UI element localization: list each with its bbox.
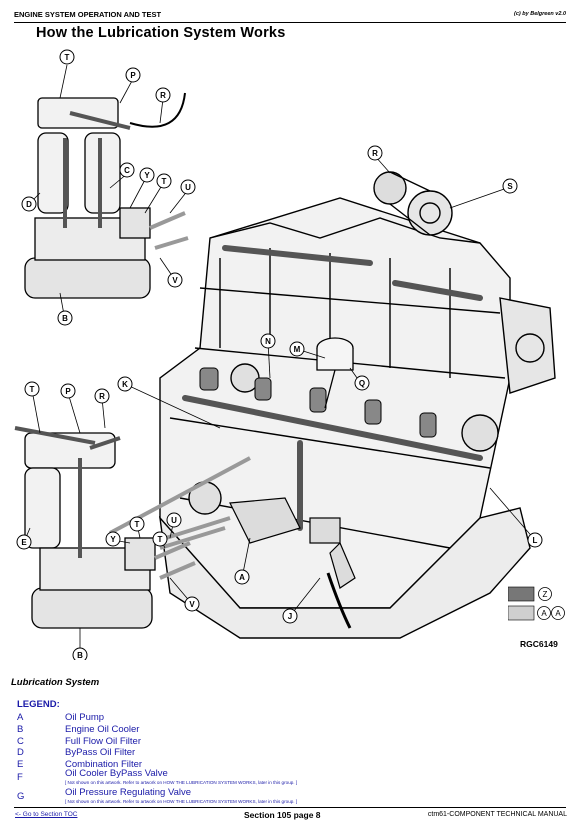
callout-y-lower: Y	[110, 535, 116, 544]
legend-code: A	[17, 712, 24, 723]
callout-v-upper: V	[172, 276, 178, 285]
legend-note: [ Not shown on this artwork. Refer to ar…	[65, 780, 298, 785]
callout-t-lower: T	[30, 385, 35, 394]
legend-desc: Oil Pressure Regulating Valve	[65, 787, 192, 798]
pressure-oil-swatch	[507, 586, 535, 602]
header-section-title: ENGINE SYSTEM OPERATION AND TEST	[14, 10, 162, 19]
legend-desc: Oil Cooler ByPass Valve	[65, 768, 168, 779]
callout-u-lower: U	[171, 516, 177, 525]
legend-desc: Engine Oil Cooler	[65, 724, 140, 735]
callout-l: L	[533, 536, 538, 545]
callout-r-upper: R	[160, 91, 166, 100]
callout-k: K	[122, 380, 128, 389]
figure-caption: Lubrication System	[11, 677, 100, 688]
callout-j: J	[288, 612, 292, 621]
legend-desc: Combination Filter	[65, 759, 143, 770]
return-oil-swatch	[507, 605, 535, 621]
callout-s: S	[507, 182, 513, 191]
page-number: Section 105 page 8	[244, 810, 321, 820]
legend-desc: ByPass Oil Filter	[65, 747, 136, 758]
callout-p-lower: P	[65, 387, 71, 396]
key-light-label-1: A	[541, 609, 547, 618]
legend-note: [ Not shown on this artwork. Refer to ar…	[65, 799, 298, 804]
legend-desc: Oil Pump	[65, 712, 105, 723]
page-header: ENGINE SYSTEM OPERATION AND TEST (c) by …	[14, 10, 566, 23]
legend-desc: Full Flow Oil Filter	[65, 736, 142, 747]
callout-t-upper-2: T	[162, 177, 167, 186]
legend-code: D	[17, 747, 24, 758]
callout-m: M	[294, 345, 301, 354]
legend-title: LEGEND:	[17, 699, 60, 710]
callout-c: C	[124, 166, 130, 175]
callout-b-lower: B	[77, 651, 83, 660]
legend-code: F	[17, 772, 23, 783]
legend-code: G	[17, 791, 25, 802]
footer-divider	[14, 807, 566, 808]
callout-r-engine: R	[372, 149, 378, 158]
go-to-section-toc-link[interactable]: <- Go to Section TOC	[15, 811, 78, 818]
legend-code: E	[17, 759, 24, 770]
callout-t-lower-2: T	[135, 520, 140, 529]
color-key: Z A A	[507, 586, 568, 622]
callout-t-upper: T	[65, 53, 70, 62]
callout-v-lower: V	[189, 600, 195, 609]
header-mark: (c) by Belgreen v2.0	[514, 11, 566, 17]
key-light-label-2: A	[555, 609, 561, 618]
callout-p-upper: P	[130, 71, 136, 80]
callout-d: D	[26, 200, 32, 209]
callout-b-upper: B	[62, 314, 68, 323]
callout-a: A	[239, 573, 245, 582]
page-title: How the Lubrication System Works	[36, 25, 286, 41]
legend-code: C	[17, 736, 24, 747]
callout-e: E	[21, 538, 27, 547]
lubrication-system-illustration: T P R C Y T U D V B R S N M K Q T P R E …	[14, 49, 556, 660]
callout-t-lower-3: T	[158, 535, 163, 544]
callout-u-upper: U	[185, 183, 191, 192]
key-dark-label: Z	[543, 590, 548, 599]
callout-r-lower: R	[99, 392, 105, 401]
callout-y-upper: Y	[144, 171, 150, 180]
callout-q: Q	[359, 379, 365, 388]
callout-n: N	[265, 337, 271, 346]
manual-title: ctm61-COMPONENT TECHNICAL MANUAL	[427, 811, 567, 818]
legend-code: B	[17, 724, 24, 735]
figure-code: RGC6149	[520, 639, 558, 649]
